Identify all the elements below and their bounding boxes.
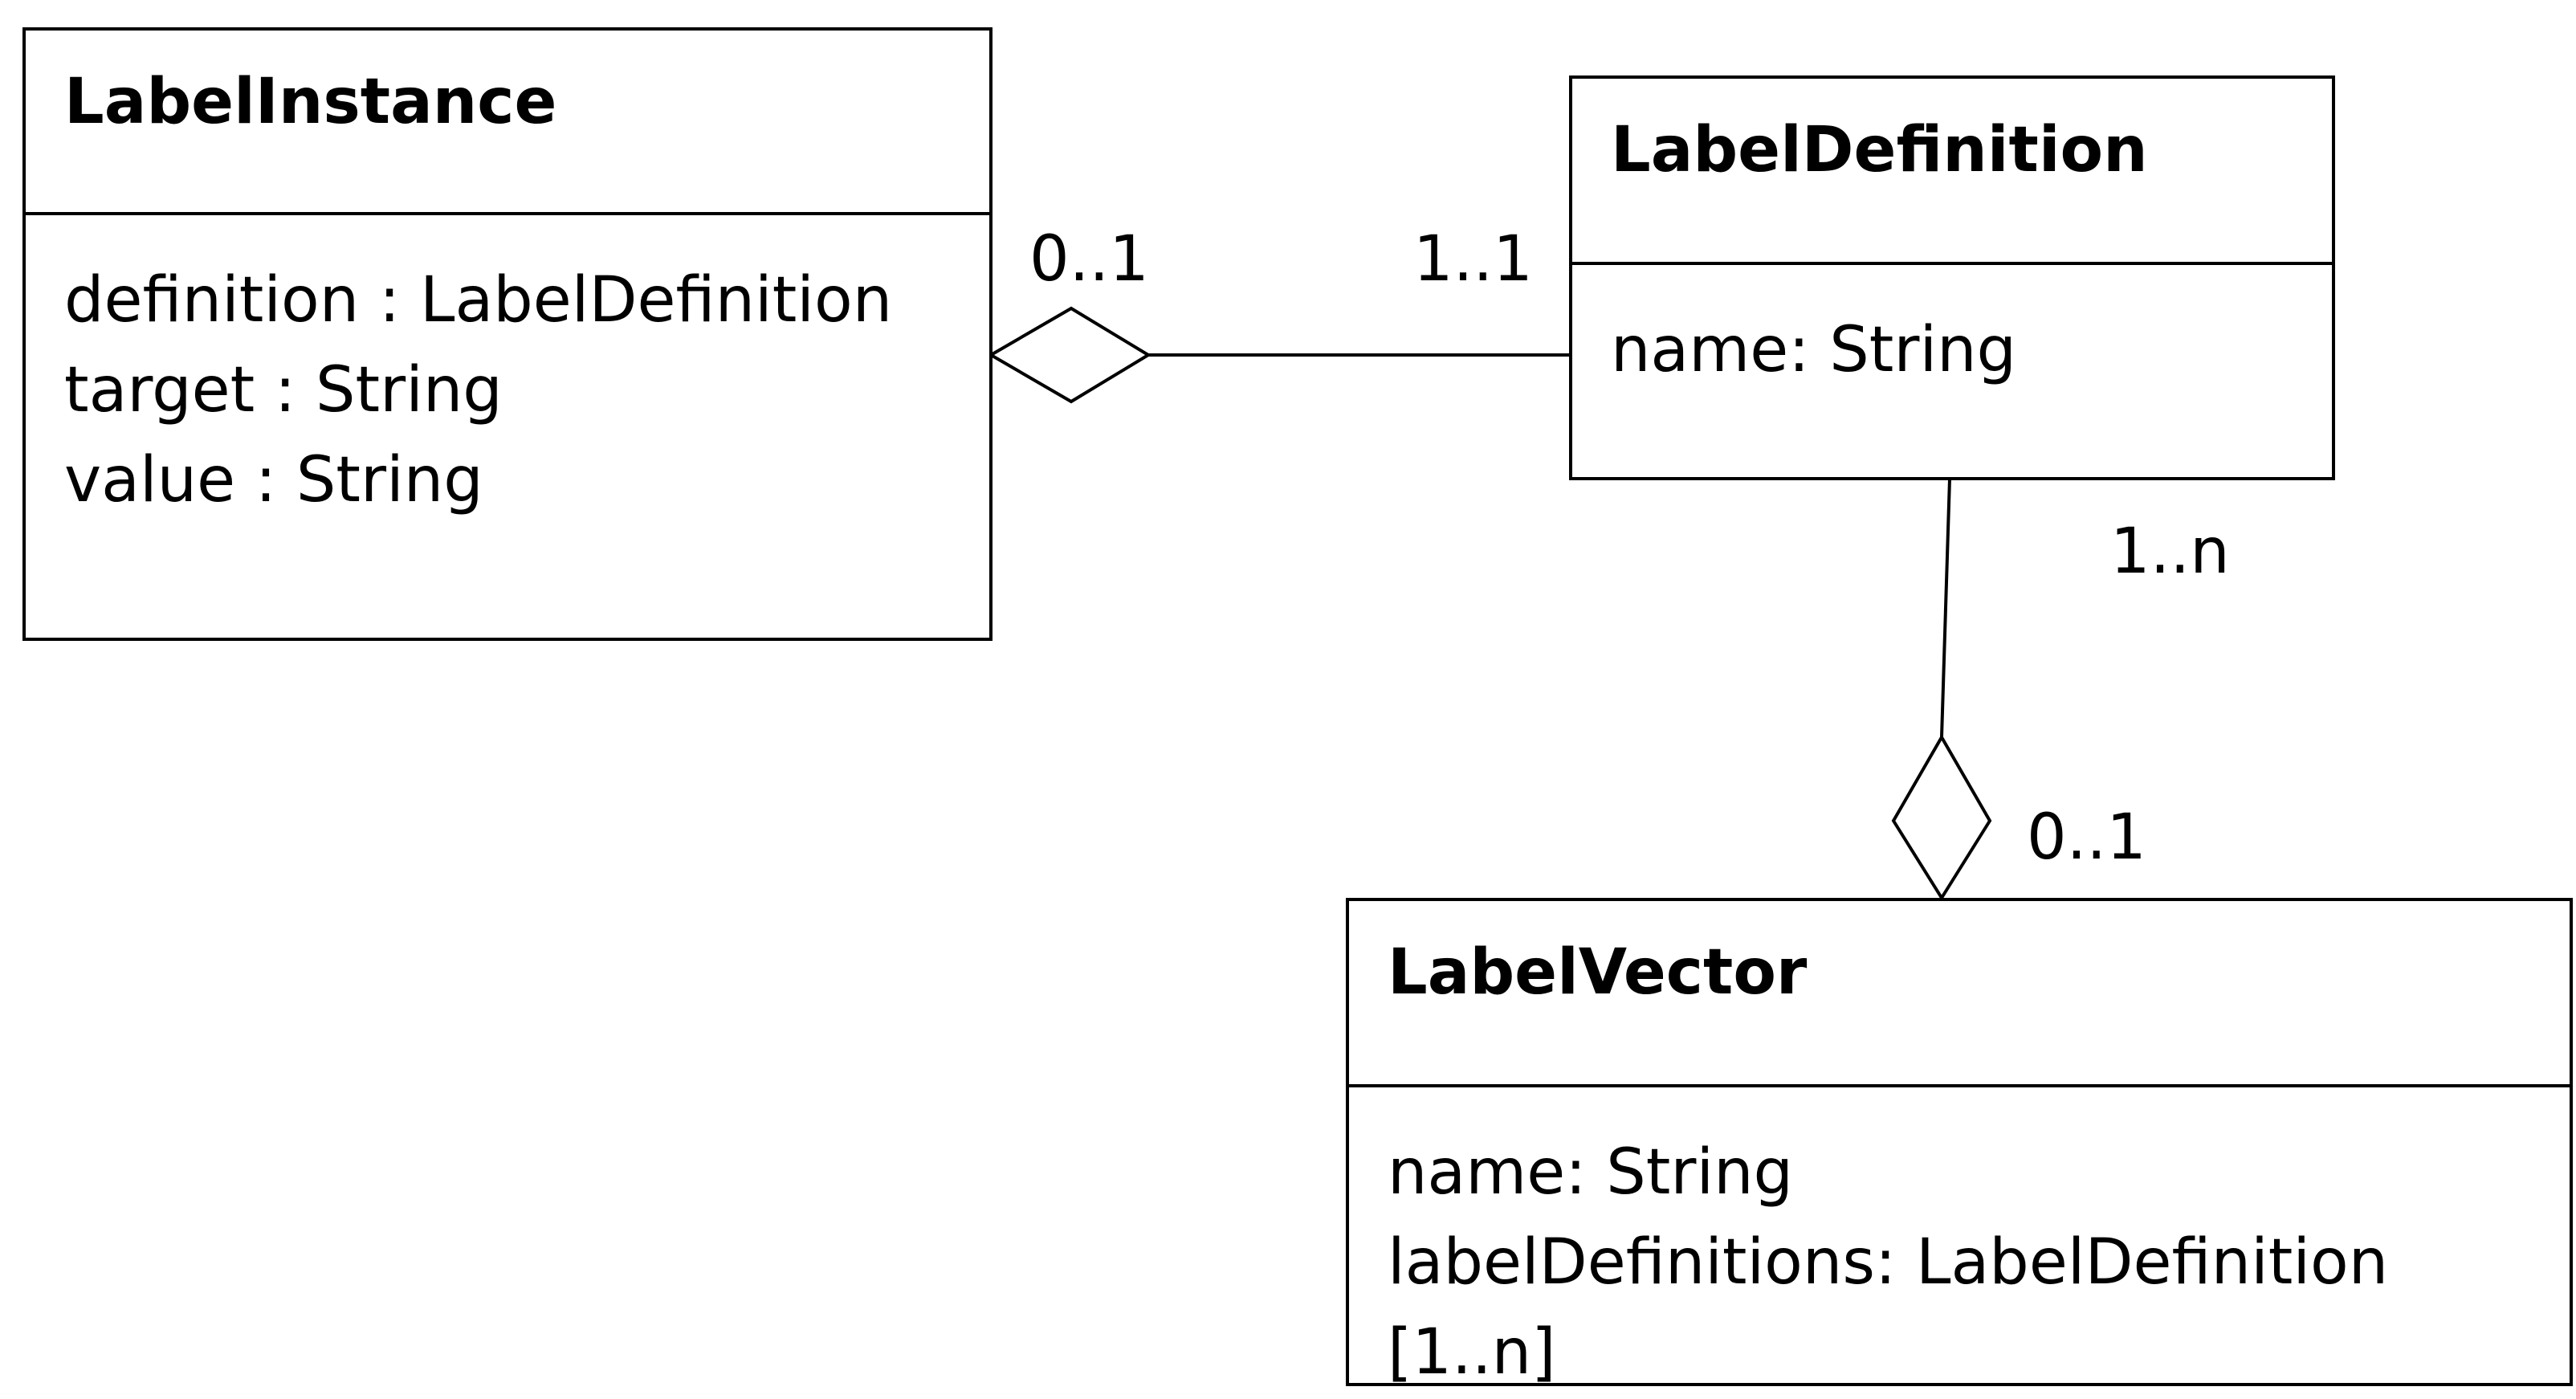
aggregation-diamond-label-vector bbox=[1891, 733, 1992, 901]
attributes-label-instance: definition : LabelDefinition target : St… bbox=[26, 215, 989, 525]
attribute-label-definitions: labelDefinitions: LabelDefinition [1..n] bbox=[1388, 1226, 2389, 1389]
class-label-instance: LabelInstance definition : LabelDefiniti… bbox=[22, 27, 992, 641]
class-name-label-vector: LabelVector bbox=[1349, 901, 2570, 1087]
attribute-definition: definition : LabelDefinition bbox=[64, 264, 893, 336]
multiplicity-label-instance-end: 0..1 bbox=[1029, 223, 1149, 296]
attributes-label-vector: name: String labelDefinitions: LabelDefi… bbox=[1349, 1087, 2570, 1397]
class-name-label-definition: LabelDefinition bbox=[1572, 79, 2332, 265]
attribute-name: name: String bbox=[1388, 1136, 1794, 1209]
attribute-name: name: String bbox=[1611, 314, 2017, 386]
class-name-label-instance: LabelInstance bbox=[26, 31, 989, 215]
association-line-definition-vector bbox=[1940, 478, 1951, 738]
attributes-label-definition: name: String bbox=[1572, 265, 2332, 395]
multiplicity-label-vector-end: 0..1 bbox=[2027, 801, 2146, 874]
multiplicity-label-definition-vector-end: 1..n bbox=[2110, 516, 2230, 588]
class-label-vector: LabelVector name: String labelDefinition… bbox=[1346, 898, 2573, 1389]
attribute-target: target : String bbox=[64, 354, 503, 426]
attribute-value: value : String bbox=[64, 444, 483, 516]
aggregation-diamond-label-instance bbox=[988, 306, 1151, 404]
multiplicity-label-definition-end: 1..1 bbox=[1413, 223, 1533, 296]
class-label-definition: LabelDefinition name: String bbox=[1569, 75, 2335, 480]
